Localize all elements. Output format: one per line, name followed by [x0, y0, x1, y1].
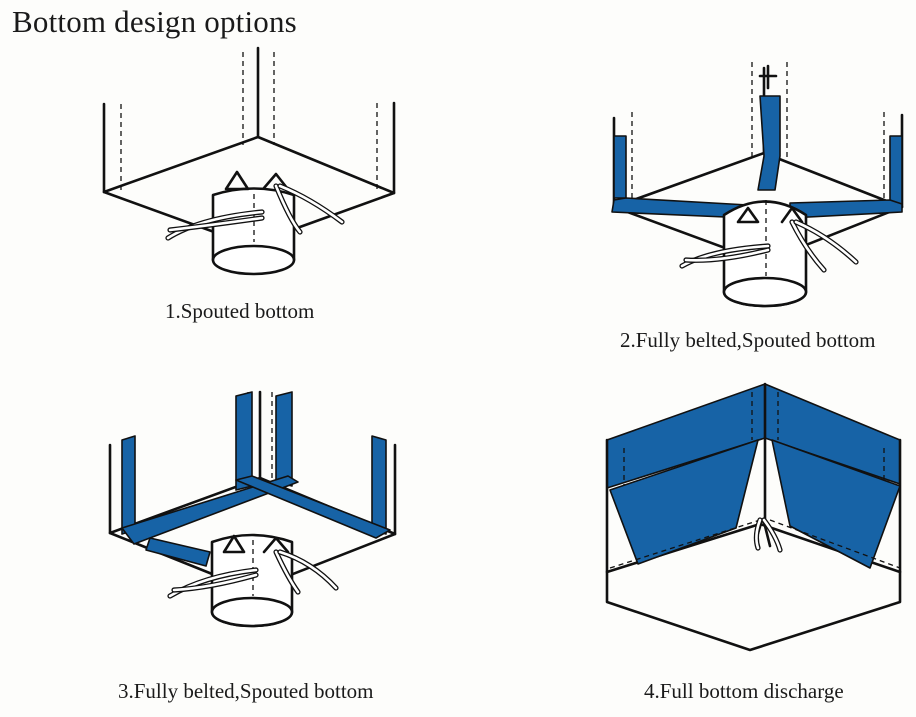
figure-full-bottom-discharge — [605, 382, 902, 652]
figure-fully-belted-spouted-bottom-crossed — [108, 390, 397, 628]
caption-full-bottom-discharge: 4.Full bottom discharge — [644, 679, 844, 703]
caption-spouted-bottom: 1.Spouted bottom — [165, 299, 315, 323]
page-title: Bottom design options — [12, 4, 297, 39]
figure-spouted-bottom — [102, 46, 396, 276]
caption-fully-belted-spouted-bottom-2: 3.Fully belted,Spouted bottom — [118, 679, 374, 703]
caption-fully-belted-spouted-bottom: 2.Fully belted,Spouted bottom — [620, 328, 876, 352]
figure-fully-belted-spouted-bottom — [611, 62, 904, 308]
